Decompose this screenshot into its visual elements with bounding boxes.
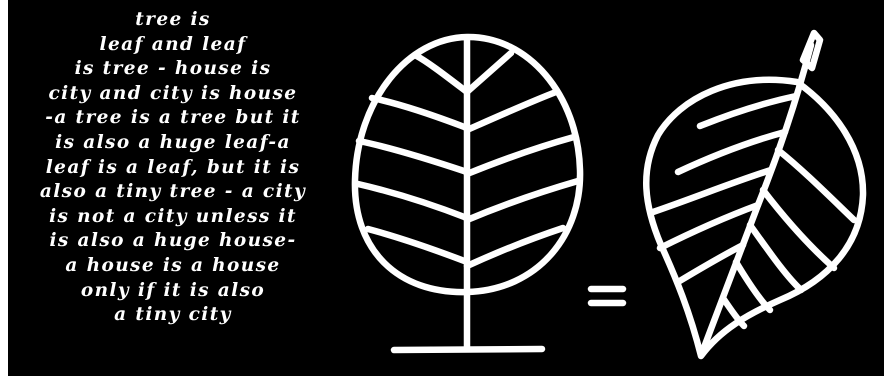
tree-branch-right: [467, 181, 578, 220]
tree-branch-right: [467, 53, 511, 92]
tree-ground-line: [394, 349, 542, 350]
tree-branch-left: [359, 141, 467, 172]
illustration: [8, 0, 884, 376]
tree-branch-right: [467, 137, 574, 174]
leaf-vein: [700, 96, 796, 126]
leaf-vein: [750, 225, 801, 290]
tree-branch-left: [415, 55, 467, 92]
tree-branch-left: [372, 98, 467, 128]
leaf-vein: [778, 150, 854, 220]
chalkboard: tree is leaf and leaf is tree - house is…: [8, 0, 884, 376]
tree-icon: [355, 37, 580, 350]
leaf-vein: [736, 262, 770, 310]
tree-branch-left: [358, 184, 467, 218]
leaf-icon: [646, 33, 863, 356]
leaf-vein: [678, 132, 785, 172]
tree-branch-right: [467, 92, 556, 130]
equals-icon: [591, 289, 623, 303]
